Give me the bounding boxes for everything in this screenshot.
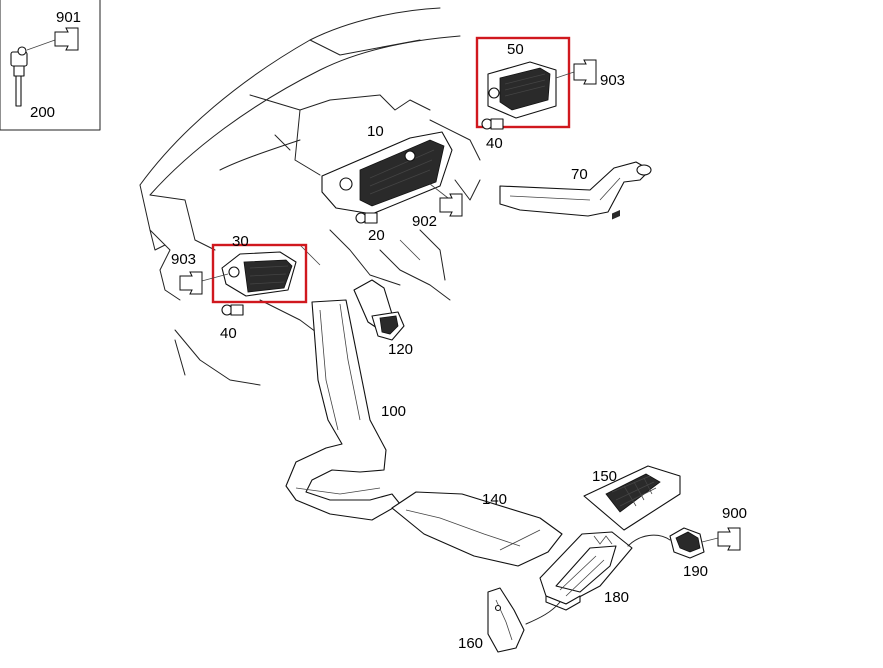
label-20: 20: [368, 227, 385, 244]
air-vent-part-30[interactable]: [221, 251, 297, 297]
label-902: 902: [412, 213, 437, 230]
connector-tag-902[interactable]: [439, 193, 463, 217]
label-10: 10: [367, 123, 384, 140]
air-duct-part-70[interactable]: [499, 161, 652, 217]
highlight-part-30: [211, 243, 308, 304]
sensor-part-200[interactable]: [10, 46, 28, 107]
label-903-left: 903: [171, 251, 196, 268]
air-duct-part-100[interactable]: [285, 299, 401, 521]
control-unit-part-180[interactable]: [539, 531, 633, 611]
filter-pad-part-150[interactable]: [583, 209, 681, 531]
highlight-part-50: [475, 36, 571, 129]
connector-tag-903-right[interactable]: [573, 59, 597, 85]
label-190: 190: [683, 563, 708, 580]
screw-part-40-left[interactable]: [221, 304, 244, 316]
label-100: 100: [381, 403, 406, 420]
screw-part-40-right[interactable]: [481, 118, 504, 130]
label-30: 30: [232, 233, 249, 250]
label-180: 180: [604, 589, 629, 606]
floor-duct-part-140[interactable]: [391, 491, 563, 567]
air-vent-part-50[interactable]: [487, 61, 557, 119]
bracket-part-160[interactable]: [487, 587, 525, 653]
vent-nozzle-part-120[interactable]: [353, 279, 405, 341]
label-140: 140: [482, 491, 507, 508]
label-120: 120: [388, 341, 413, 358]
label-901: 901: [56, 9, 81, 26]
center-vent-part-10[interactable]: [321, 131, 453, 215]
label-200: 200: [30, 104, 55, 121]
sensor-part-190[interactable]: [669, 527, 705, 559]
label-150: 150: [592, 468, 617, 485]
label-900: 900: [722, 505, 747, 522]
screw-part-20[interactable]: [355, 212, 378, 224]
label-50: 50: [507, 41, 524, 58]
inset-panel: [0, 0, 101, 131]
label-70: 70: [571, 166, 588, 183]
label-903-right: 903: [600, 72, 625, 89]
connector-tag-903-left[interactable]: [179, 271, 203, 295]
label-40-left: 40: [220, 325, 237, 342]
label-40-right: 40: [486, 135, 503, 152]
connector-tag-900[interactable]: [717, 527, 741, 551]
dashboard-outline: [139, 7, 481, 386]
connector-tag-901[interactable]: [54, 27, 79, 51]
label-160: 160: [458, 635, 483, 652]
